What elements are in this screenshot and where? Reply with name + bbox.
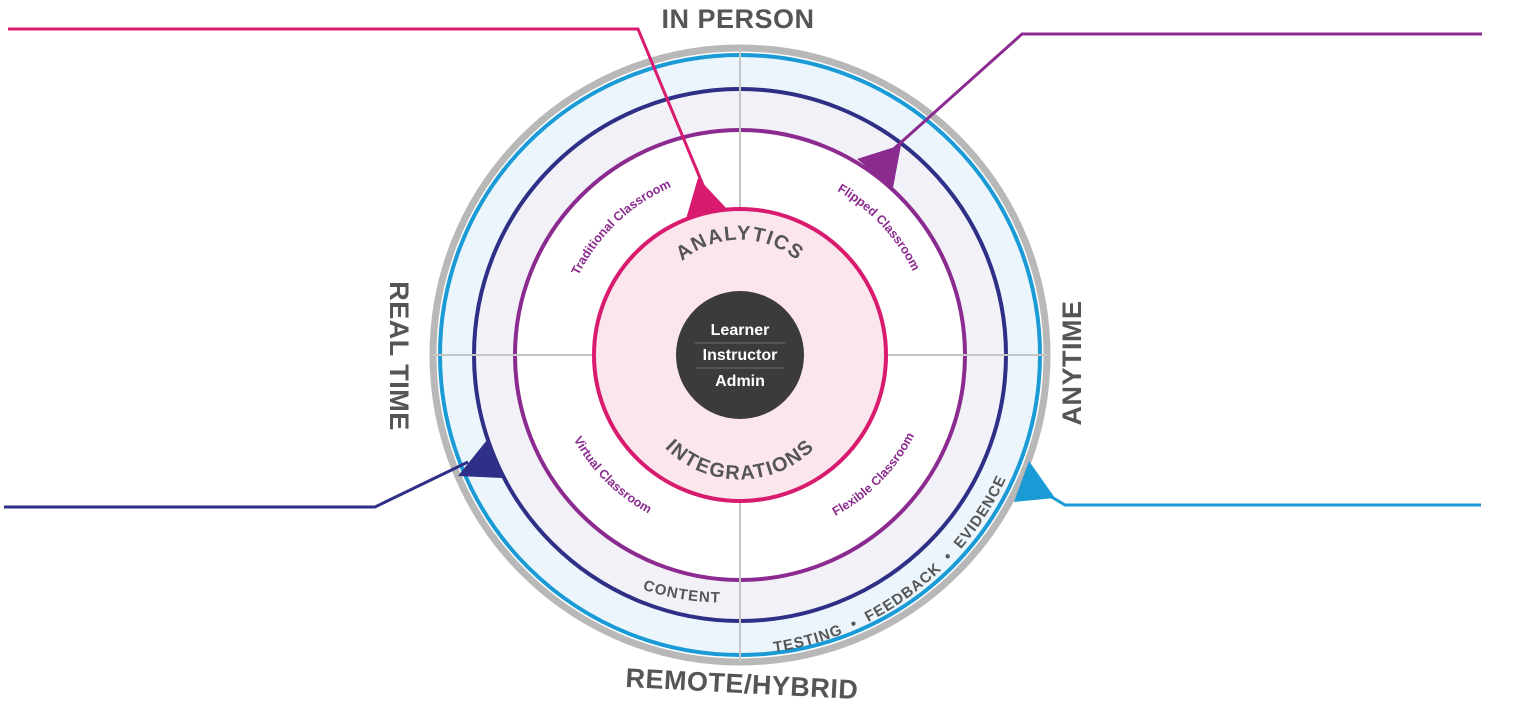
axis-label-real-time: REAL TIME (384, 281, 414, 431)
axis-label-anytime: ANYTIME (1057, 301, 1087, 426)
role-learner: Learner (711, 322, 770, 339)
callout-line-pink (8, 27, 707, 191)
callout-line-navy (4, 460, 469, 509)
callout-line-blue (1039, 488, 1481, 507)
axis-label-remote-hybrid: REMOTE/HYBRID (625, 663, 859, 705)
center-circle (676, 291, 804, 419)
callout-arrow-navy (458, 440, 502, 478)
role-admin: Admin (715, 373, 765, 390)
axis-label-in-person: IN PERSON (661, 4, 814, 34)
callout-arrow-purple (857, 145, 901, 188)
callout-arrow-blue (1014, 461, 1055, 502)
callout-arrow-pink (686, 178, 727, 219)
role-instructor: Instructor (703, 347, 778, 364)
callout-line-purple (876, 32, 1482, 165)
